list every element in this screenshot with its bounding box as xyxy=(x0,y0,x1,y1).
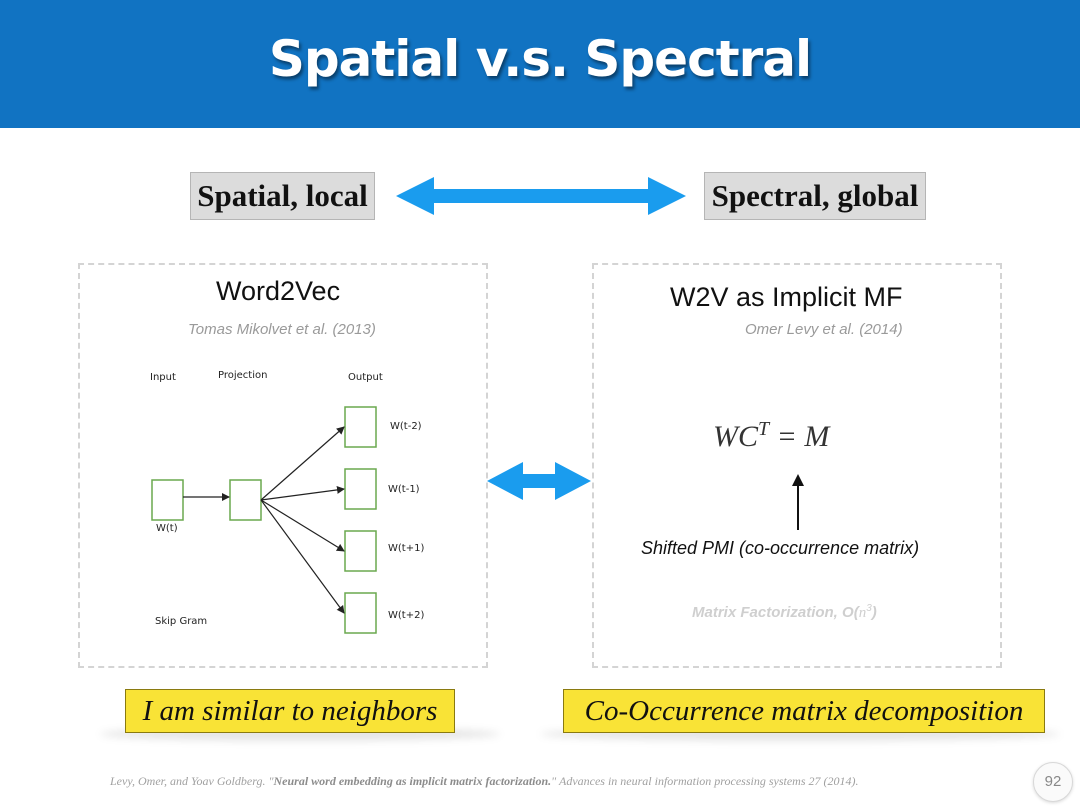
output-word-3: W(t+1) xyxy=(388,543,425,554)
equation-lhs: WC xyxy=(713,420,758,453)
matrix-factorization-label: Matrix Factorization, O(n3) xyxy=(692,603,877,621)
equation-transpose: T xyxy=(758,418,770,440)
projection-label: Projection xyxy=(218,370,268,381)
edge-out-4 xyxy=(260,499,345,614)
output-word-2: W(t-1) xyxy=(388,484,420,495)
up-arrow-icon xyxy=(792,474,804,530)
output-node-1 xyxy=(344,406,377,448)
input-label: Input xyxy=(150,372,176,383)
spatial-local-tag: Spatial, local xyxy=(190,172,375,220)
footer-citation: Levy, Omer, and Yoav Goldberg. "Neural w… xyxy=(110,774,859,788)
implicit-mf-panel xyxy=(592,263,1002,668)
title-bar xyxy=(0,0,1080,128)
skip-gram-diagram xyxy=(151,406,377,634)
page-number: 92 xyxy=(1033,762,1073,802)
shifted-pmi-label: Shifted PMI (co-occurrence matrix) xyxy=(641,538,920,558)
equation-rhs: = M xyxy=(776,420,830,453)
equation: WCT = M xyxy=(713,418,829,454)
input-node xyxy=(151,479,184,521)
output-node-2 xyxy=(344,468,377,510)
projection-node xyxy=(229,479,262,521)
edge-out-3 xyxy=(260,499,345,552)
output-node-4 xyxy=(344,592,377,634)
output-word-4: W(t+2) xyxy=(388,610,425,621)
output-label: Output xyxy=(348,372,383,383)
word2vec-panel xyxy=(78,263,488,668)
output-node-3 xyxy=(344,530,377,572)
left-callout: I am similar to neighbors xyxy=(125,689,455,733)
slide-title: Spatial v.s. Spectral xyxy=(268,30,812,88)
word2vec-title: Word2Vec xyxy=(216,276,341,306)
middle-double-arrow-icon xyxy=(487,462,591,500)
output-word-1: W(t-2) xyxy=(390,421,422,432)
word2vec-citation: Tomas Mikolvet et al. (2013) xyxy=(188,321,376,338)
implicit-mf-citation: Omer Levy et al. (2014) xyxy=(745,321,903,338)
right-callout: Co-Occurrence matrix decomposition xyxy=(563,689,1045,733)
spectral-global-tag: Spectral, global xyxy=(704,172,926,220)
skip-gram-caption: Skip Gram xyxy=(155,616,208,627)
input-word-label: W(t) xyxy=(156,523,178,534)
edge-out-1 xyxy=(260,426,345,501)
implicit-mf-title: W2V as Implicit MF xyxy=(670,282,903,312)
top-double-arrow-icon xyxy=(396,177,686,215)
edge-out-2 xyxy=(260,485,345,501)
